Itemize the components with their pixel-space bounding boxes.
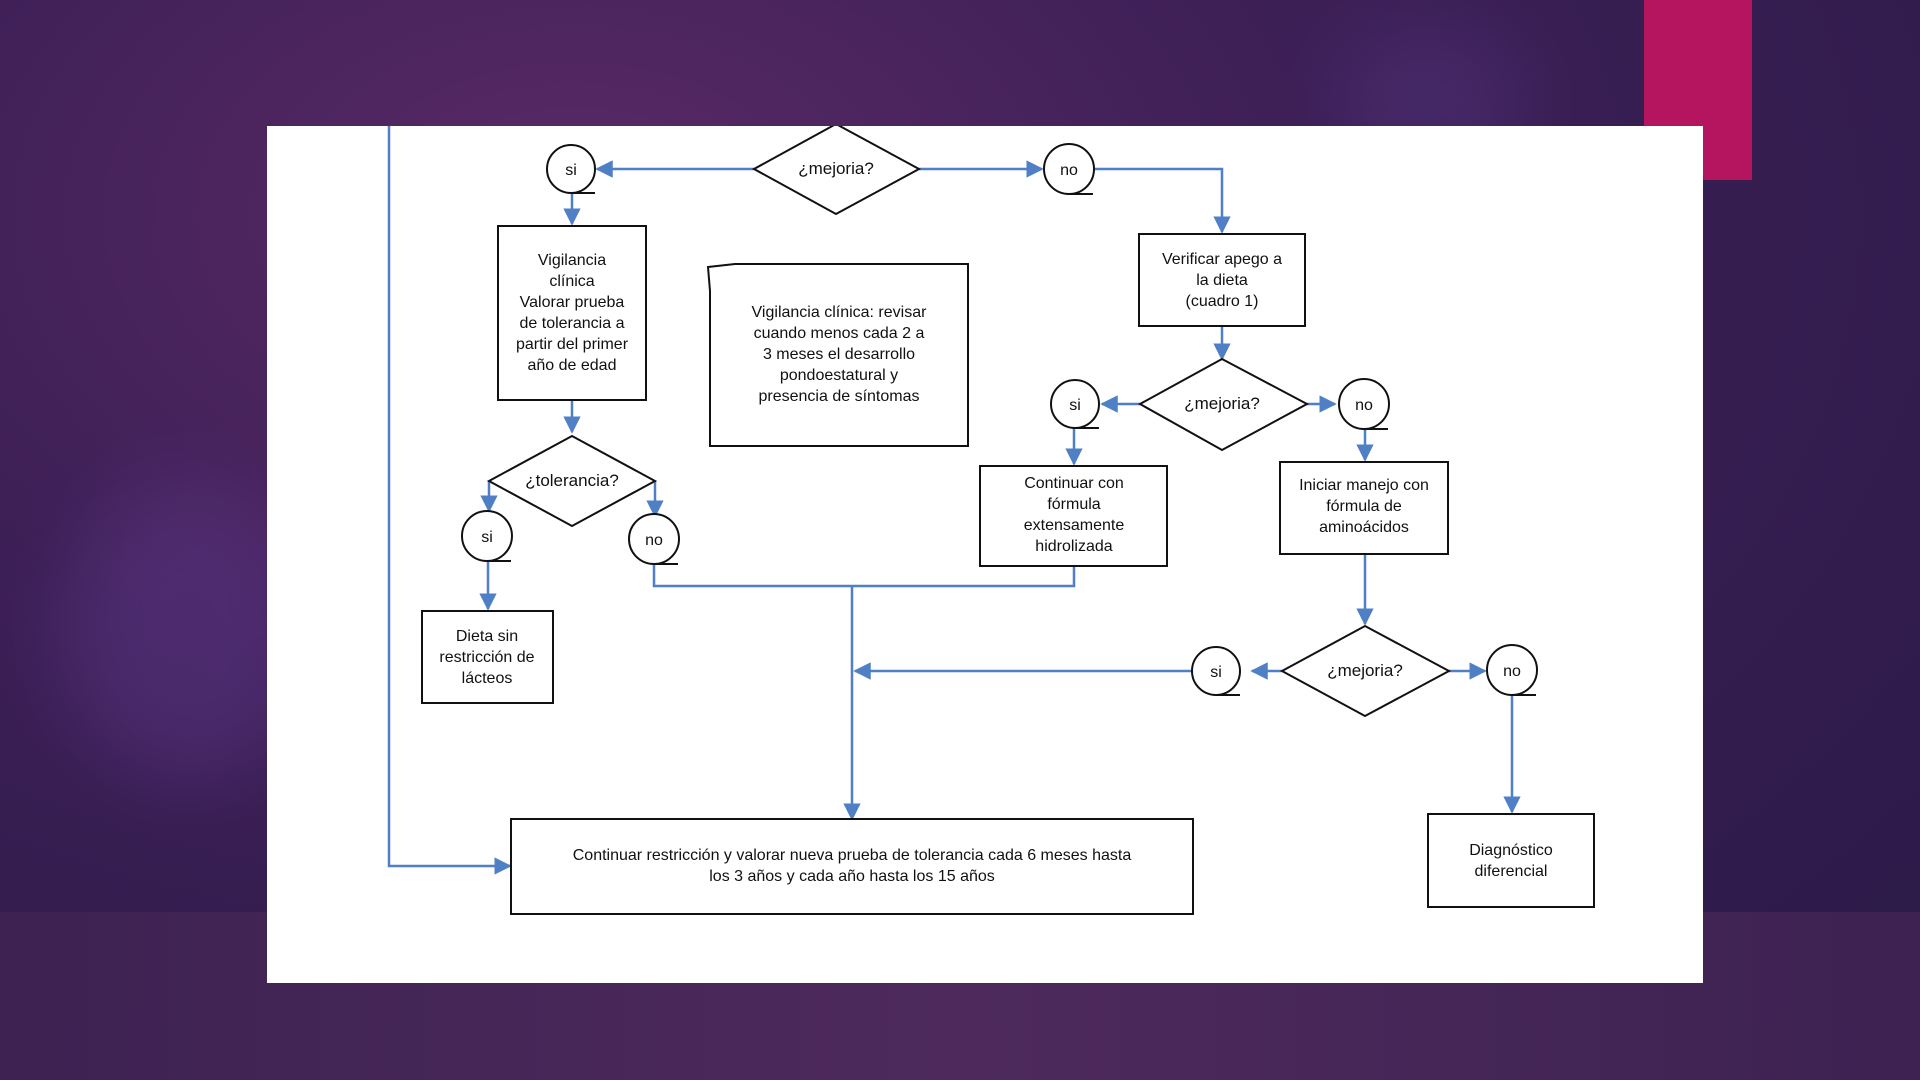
svg-text:Diagnóstico: Diagnóstico xyxy=(1469,842,1553,859)
box-vigilancia: Vigilancia clínica Valorar prueba de tol… xyxy=(497,225,647,401)
circle-no-low: no xyxy=(1486,644,1538,696)
svg-text:cuando menos cada 2 a: cuando menos cada 2 a xyxy=(754,325,925,342)
svg-text:de tolerancia a: de tolerancia a xyxy=(520,315,625,332)
svg-text:restricción de: restricción de xyxy=(439,649,534,666)
box-dieta-sin-restriccion: Dieta sin restricción de lácteos xyxy=(421,610,554,704)
note-vigilancia-clinica: Vigilancia clínica: revisar cuando menos… xyxy=(706,263,969,447)
circle-no-tolerancia: no xyxy=(628,513,680,565)
connector-left-loop xyxy=(387,126,512,875)
decision-tolerancia: ¿tolerancia? xyxy=(486,434,658,528)
svg-text:¿mejoria?: ¿mejoria? xyxy=(798,159,874,178)
svg-text:año de edad: año de edad xyxy=(528,357,617,374)
box-iniciar-manejo: Iniciar manejo con fórmula de aminoácido… xyxy=(1279,461,1449,555)
svg-text:pondoestatural y: pondoestatural y xyxy=(780,367,898,384)
box-continuar-restriccion: Continuar restricción y valorar nueva pr… xyxy=(510,818,1194,915)
circle-no-top: no xyxy=(1043,143,1095,195)
decision-mejoria-low: ¿mejoria? xyxy=(1279,624,1452,718)
svg-text:la dieta: la dieta xyxy=(1196,272,1248,289)
svg-text:los 3 años y cada año hasta lo: los 3 años y cada año hasta los 15 años xyxy=(709,868,995,885)
connectors xyxy=(387,126,1521,875)
svg-text:presencia de síntomas: presencia de síntomas xyxy=(759,388,920,405)
svg-text:clínica: clínica xyxy=(549,273,594,290)
decision-mejoria-top: ¿mejoria? xyxy=(751,122,922,216)
svg-text:si: si xyxy=(1210,664,1222,681)
box-diagnostico-diferencial: Diagnóstico diferencial xyxy=(1427,813,1595,908)
connector-formula-merge xyxy=(852,566,1076,588)
svg-text:Dieta sin: Dieta sin xyxy=(456,628,518,645)
circle-si-tolerancia: si xyxy=(461,510,513,562)
connector-no-tolerancia-merge xyxy=(652,561,852,588)
svg-text:Vigilancia: Vigilancia xyxy=(538,252,606,269)
circle-si-top: si xyxy=(546,144,596,194)
flowchart-image: ¿mejoria? ¿tolerancia? ¿mejoria? ¿mejori… xyxy=(267,122,1703,983)
svg-text:¿mejoria?: ¿mejoria? xyxy=(1184,394,1260,413)
circle-si-low: si xyxy=(1191,646,1241,696)
svg-text:¿tolerancia?: ¿tolerancia? xyxy=(525,471,619,490)
svg-text:diferencial: diferencial xyxy=(1475,863,1548,880)
svg-text:aminoácidos: aminoácidos xyxy=(1319,519,1409,536)
svg-text:no: no xyxy=(1503,663,1521,680)
svg-text:fórmula de: fórmula de xyxy=(1326,498,1402,515)
circle-no-mid: no xyxy=(1338,378,1390,430)
svg-text:Verificar apego a: Verificar apego a xyxy=(1162,251,1282,268)
svg-text:Continuar restricción y valora: Continuar restricción y valorar nueva pr… xyxy=(573,847,1132,864)
svg-text:3 meses el desarrollo: 3 meses el desarrollo xyxy=(763,346,915,363)
svg-text:Continuar con: Continuar con xyxy=(1024,475,1124,492)
box-continuar-formula: Continuar con fórmula extensamente hidro… xyxy=(979,465,1168,567)
connector-no-verificar xyxy=(1095,167,1231,234)
svg-text:Valorar prueba: Valorar prueba xyxy=(520,294,625,311)
svg-text:partir del primer: partir del primer xyxy=(516,336,629,353)
svg-text:no: no xyxy=(1355,397,1373,414)
svg-text:Vigilancia clínica: revisar: Vigilancia clínica: revisar xyxy=(752,304,928,321)
svg-text:no: no xyxy=(645,532,663,549)
svg-text:extensamente: extensamente xyxy=(1024,517,1125,534)
svg-text:no: no xyxy=(1060,162,1078,179)
svg-text:hidrolizada: hidrolizada xyxy=(1035,538,1112,555)
svg-text:si: si xyxy=(481,529,493,546)
svg-text:¿mejoria?: ¿mejoria? xyxy=(1327,661,1403,680)
svg-text:(cuadro 1): (cuadro 1) xyxy=(1186,293,1259,310)
svg-text:lácteos: lácteos xyxy=(462,670,513,687)
svg-text:fórmula: fórmula xyxy=(1047,496,1100,513)
decision-mejoria-mid: ¿mejoria? xyxy=(1137,357,1310,452)
svg-text:si: si xyxy=(565,162,577,179)
svg-text:si: si xyxy=(1069,397,1081,414)
svg-text:Iniciar manejo con: Iniciar manejo con xyxy=(1299,477,1429,494)
circle-si-mid: si xyxy=(1050,379,1100,429)
flowchart: ¿mejoria? ¿tolerancia? ¿mejoria? ¿mejori… xyxy=(387,122,1595,915)
box-verificar-apego: Verificar apego a la dieta (cuadro 1) xyxy=(1138,233,1306,327)
